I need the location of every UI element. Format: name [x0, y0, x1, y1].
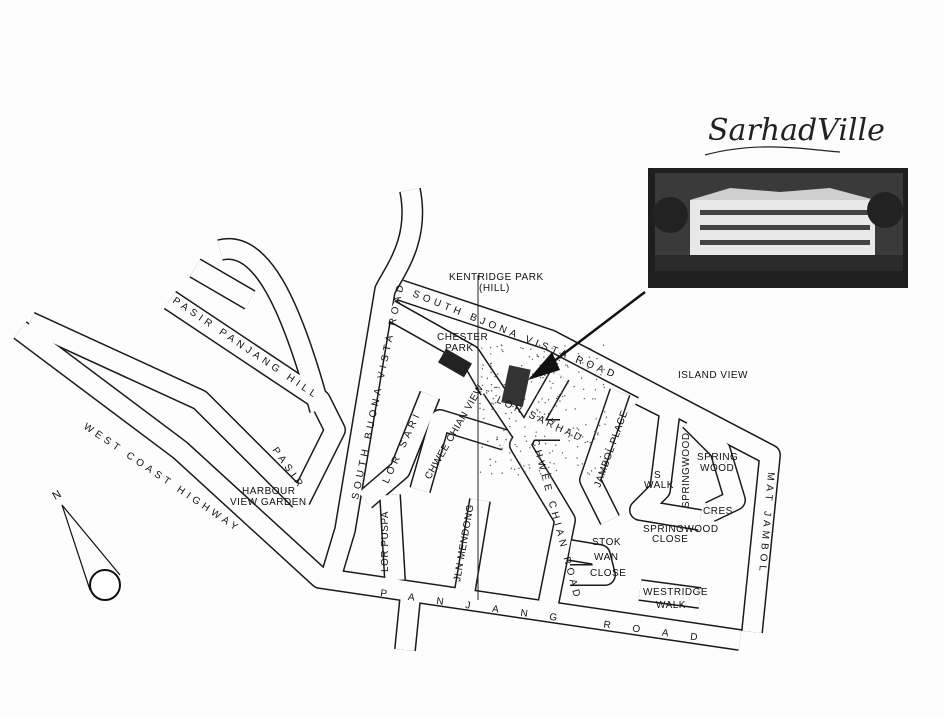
location-arrow-head: [528, 352, 560, 380]
label-springwood: SPRINGWOOD: [681, 432, 692, 508]
label-springwood-walk-2: WALK: [644, 480, 674, 491]
logo-swash: [704, 146, 841, 156]
label-island-view: ISLAND VIEW: [678, 370, 748, 381]
label-wan: WAN: [594, 552, 618, 563]
label-cres: CRES: [703, 506, 733, 517]
building-photo: [648, 168, 908, 288]
label-chester-park-1: CHESTER: [437, 332, 488, 343]
label-walk: WALK: [656, 600, 686, 611]
sarhad-ville-site[interactable]: [501, 365, 531, 407]
location-arrow-line: [544, 291, 646, 369]
label-chester-park-2: PARK: [445, 343, 474, 354]
north-compass-icon: N: [51, 488, 121, 601]
label-springwood-walk-1: S: [654, 470, 661, 481]
north-label: N: [51, 488, 64, 502]
road-network: [13, 187, 781, 652]
label-springwood-close-1: SPRINGWOOD: [643, 524, 719, 535]
label-springwood-close-2: CLOSE: [652, 534, 688, 545]
label-stok: STOK: [592, 537, 621, 548]
label-westridge: WESTRIDGE: [643, 587, 708, 598]
label-harbour-view-2: VIEW GARDEN: [230, 497, 307, 508]
label-kentridge-hill: (HILL): [479, 283, 510, 294]
label-wood: WOOD: [700, 463, 734, 474]
chester-park-block: [438, 348, 472, 378]
sarhad-ville-logo: SarhadVille: [708, 113, 885, 148]
label-spring: SPRING: [697, 452, 738, 463]
label-harbour-view-1: HARBOUR: [242, 486, 296, 497]
label-lor-puspa[interactable]: LOR PUSPA: [380, 511, 391, 572]
label-kentridge-park: KENTRIDGE PARK: [449, 272, 544, 283]
label-close: CLOSE: [590, 568, 626, 579]
